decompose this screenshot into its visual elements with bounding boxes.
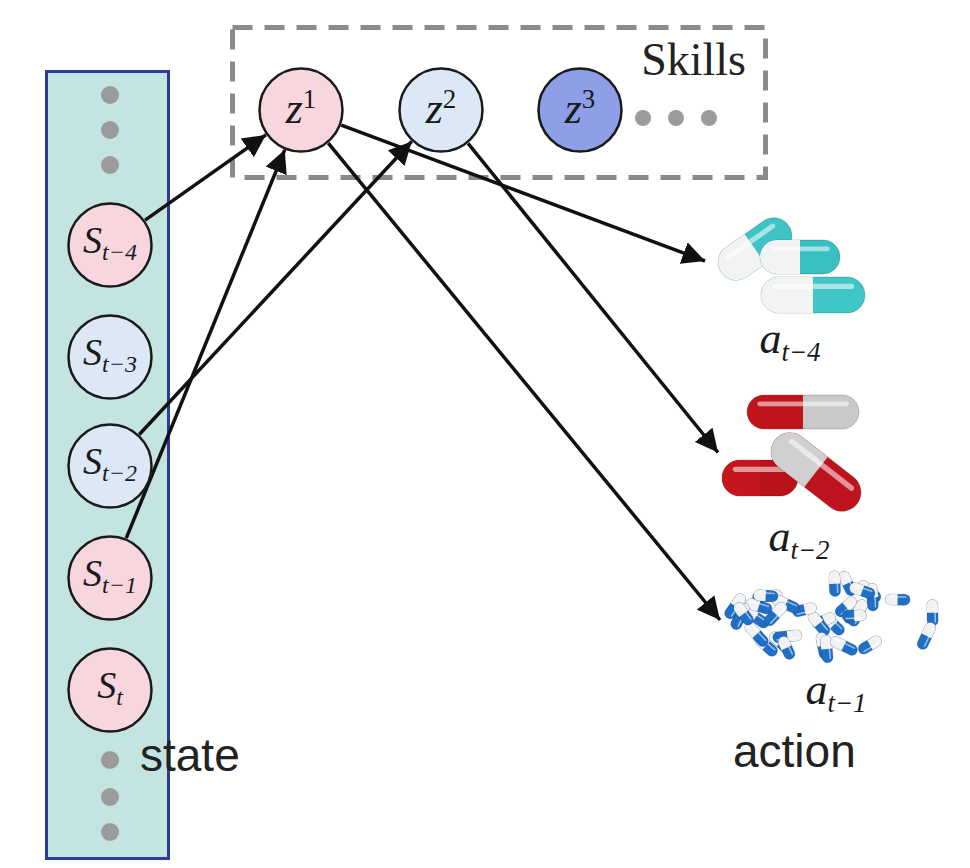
math-subscript: t−2 — [102, 461, 137, 487]
skill-circle: z1 — [258, 67, 344, 153]
capsule — [848, 581, 877, 600]
math-base: z — [426, 83, 443, 132]
ellipsis-dot — [701, 110, 717, 126]
math-base: a — [805, 665, 827, 714]
math-subscript: t−4 — [781, 337, 820, 367]
math-label: St−4 — [83, 221, 137, 264]
math-subscript: t−2 — [790, 535, 829, 565]
capsule — [763, 425, 868, 519]
ellipsis-dot — [101, 788, 119, 806]
skills-box: Skillsz1z2z3 — [230, 25, 768, 180]
capsule — [915, 621, 937, 651]
math-label: z1 — [286, 86, 317, 131]
band-heading: state — [140, 732, 240, 778]
ellipsis-dot — [101, 86, 119, 104]
capsule — [776, 635, 796, 661]
action-item: at−4 — [705, 205, 875, 370]
ellipsis-dot — [101, 751, 119, 769]
skill-arrow — [328, 143, 720, 620]
skill-circle: z3 — [537, 67, 623, 153]
math-label: St−3 — [83, 333, 137, 376]
skill-arrow — [341, 125, 705, 261]
math-superscript: 3 — [582, 84, 596, 114]
ellipsis-dot — [101, 156, 119, 174]
math-base: S — [83, 552, 102, 594]
math-subscript: t−1 — [827, 688, 866, 718]
action-label: at−1 — [720, 668, 952, 717]
math-subscript: t−1 — [102, 573, 137, 599]
state-circle: St−1 — [67, 535, 153, 621]
action-label: at−2 — [718, 515, 880, 564]
action-item: at−2 — [718, 390, 880, 568]
state-circle: St−2 — [67, 423, 153, 509]
pill-illustration — [718, 390, 880, 515]
capsule — [753, 589, 778, 602]
ellipsis-dot — [101, 823, 119, 841]
math-label: St−2 — [83, 442, 137, 485]
math-subscript: t−4 — [102, 240, 137, 266]
math-base: S — [83, 219, 102, 261]
skill-arrow — [139, 141, 411, 434]
math-base: S — [83, 331, 102, 373]
capsule — [856, 634, 883, 656]
state-band: stateSt−4St−3St−2St−1St — [45, 70, 170, 860]
math-superscript: 1 — [303, 84, 317, 114]
skill-circle: z2 — [398, 67, 484, 153]
capsule — [927, 599, 938, 626]
pill-illustration — [705, 205, 875, 317]
math-base: a — [759, 314, 781, 363]
axis-label: action — [733, 728, 856, 774]
math-label: St−1 — [83, 554, 137, 597]
capsule — [842, 610, 867, 622]
capsule — [747, 395, 859, 429]
capsule — [732, 600, 756, 627]
ellipsis-dot — [668, 110, 684, 126]
math-label: z2 — [426, 86, 457, 131]
math-subscript: t — [116, 685, 123, 711]
state-circle: St−4 — [67, 202, 153, 288]
math-base: S — [83, 440, 102, 482]
math-base: z — [286, 83, 303, 132]
box-heading: Skills — [641, 37, 746, 83]
math-base: a — [768, 512, 790, 561]
skill-arrow — [126, 150, 285, 538]
pill-illustration — [720, 572, 952, 668]
capsule — [762, 600, 789, 628]
math-subscript: t−3 — [102, 352, 137, 378]
state-circle: St — [67, 647, 153, 733]
state-circle: St−3 — [67, 314, 153, 400]
action-label: at−4 — [705, 317, 875, 366]
math-label: St — [97, 666, 123, 709]
math-label: z3 — [565, 86, 596, 131]
skill-arrow — [145, 135, 266, 220]
capsule — [760, 240, 840, 274]
ellipsis-dot — [635, 110, 651, 126]
skill-arrow — [468, 143, 718, 452]
action-item: at−1 — [720, 572, 952, 721]
free-label-wrap: action — [733, 728, 856, 774]
capsule — [829, 571, 841, 597]
capsule — [828, 635, 859, 658]
capsule — [761, 277, 865, 313]
capsule — [885, 594, 910, 605]
math-base: S — [97, 664, 116, 706]
ellipsis-dot — [101, 121, 119, 139]
math-superscript: 2 — [443, 84, 457, 114]
math-base: z — [565, 83, 582, 132]
